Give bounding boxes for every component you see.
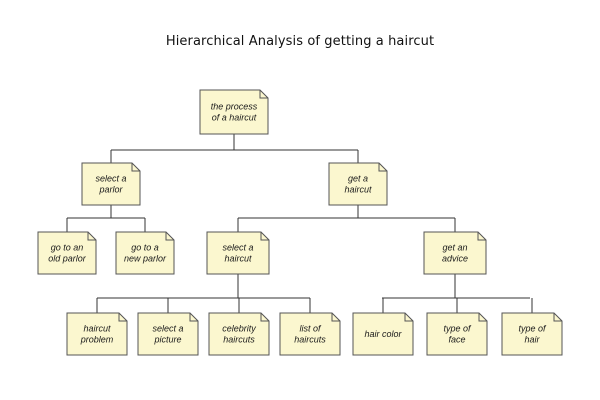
node-label: advice xyxy=(442,254,468,264)
node-label: haircuts xyxy=(223,335,255,345)
node-label: select a xyxy=(152,324,183,334)
node-fold xyxy=(118,313,127,322)
node-label: the process xyxy=(211,102,258,112)
node-box xyxy=(199,89,269,135)
node-fold xyxy=(260,232,269,241)
node-hair-color: hair color xyxy=(352,312,414,356)
node-label: select a xyxy=(222,243,253,253)
node-fold xyxy=(259,90,268,99)
node-box xyxy=(137,312,199,356)
node-label: select a xyxy=(95,174,126,184)
node-fold xyxy=(404,313,413,322)
node-label: go to a xyxy=(131,243,159,253)
node-box xyxy=(352,312,414,356)
connector-lines xyxy=(66,134,533,313)
node-box xyxy=(426,312,488,356)
node-fold xyxy=(378,163,387,172)
node-label: of a haircut xyxy=(212,113,257,123)
node-label: face xyxy=(448,335,465,345)
node-label: haircut xyxy=(344,185,372,195)
node-label: list of xyxy=(299,324,322,334)
node-box xyxy=(501,312,563,356)
node-fold xyxy=(553,313,562,322)
node-label: go to an xyxy=(51,243,84,253)
node-box xyxy=(115,231,175,275)
node-box xyxy=(279,312,341,356)
node-label: type of xyxy=(518,324,547,334)
node-label: haircut xyxy=(224,254,252,264)
node-label: problem xyxy=(80,335,114,345)
node-fold xyxy=(189,313,198,322)
node-label: celebrity xyxy=(222,324,256,334)
node-box xyxy=(66,312,128,356)
node-label: old parlor xyxy=(48,254,87,264)
node-label: get an xyxy=(442,243,467,253)
node-box xyxy=(37,231,97,275)
node-label: type of xyxy=(443,324,472,334)
node-fold xyxy=(165,232,174,241)
node-box xyxy=(208,312,270,356)
node-box xyxy=(206,231,270,275)
node-box xyxy=(81,162,141,206)
node-label: parlor xyxy=(98,185,123,195)
node-box xyxy=(423,231,487,275)
node-fold xyxy=(87,232,96,241)
diagram-title: Hierarchical Analysis of getting a hairc… xyxy=(165,34,435,49)
node-fold xyxy=(260,313,269,322)
node-fold xyxy=(478,313,487,322)
node-fold xyxy=(477,232,486,241)
node-box xyxy=(328,162,388,206)
node-fold xyxy=(331,313,340,322)
node-fold xyxy=(131,163,140,172)
node-label: haircut xyxy=(83,324,111,334)
node-label: haircuts xyxy=(294,335,326,345)
node-label: picture xyxy=(153,335,181,345)
node-label: hair color xyxy=(364,329,402,339)
node-label: new parlor xyxy=(124,254,167,264)
node-label: get a xyxy=(348,174,368,184)
node-label: hair xyxy=(524,335,540,345)
